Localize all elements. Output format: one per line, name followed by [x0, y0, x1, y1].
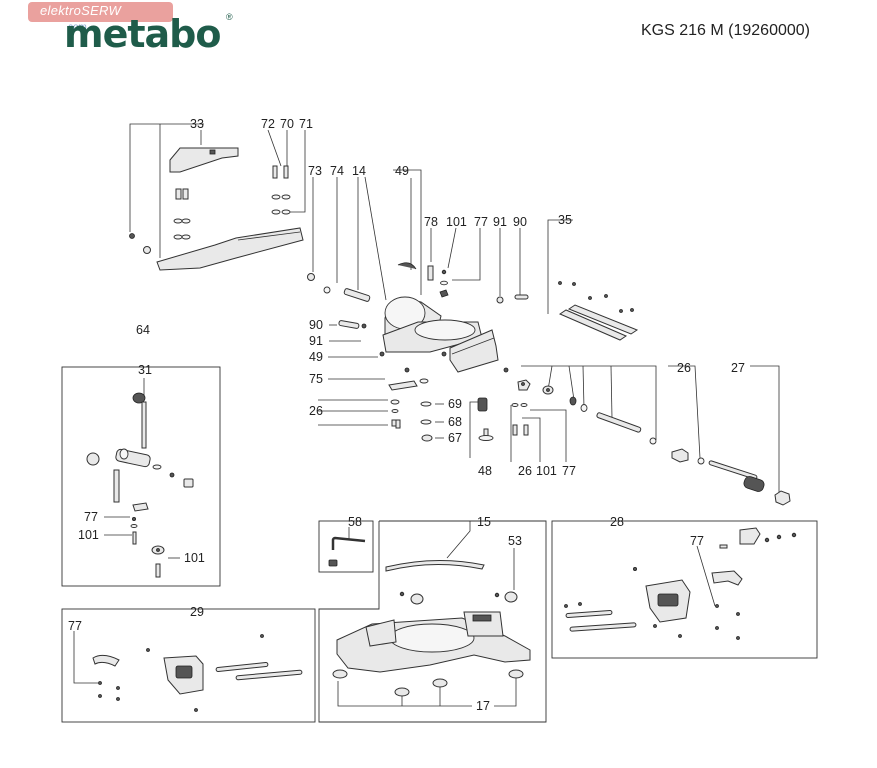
callout-101-mid: 101: [536, 464, 557, 478]
callout-49-mid: 49: [309, 350, 323, 364]
callout-91-mid: 91: [309, 334, 323, 348]
callout-71: 71: [299, 117, 313, 131]
callout-31: 31: [138, 363, 152, 377]
callout-26-mid: 26: [518, 464, 532, 478]
callout-15: 15: [477, 515, 491, 529]
box-15: [318, 520, 547, 723]
box-28: [551, 520, 818, 659]
model-title: KGS 216 M (19260000): [641, 22, 810, 39]
group-33-parts: [129, 147, 304, 271]
callout-27: 27: [731, 361, 745, 375]
registered-mark: ®: [226, 12, 233, 22]
watermark-badge: [28, 2, 173, 22]
callout-74: 74: [330, 164, 344, 178]
hex-key-part: [328, 536, 366, 567]
callout-101-g31b: 101: [184, 551, 205, 565]
callout-14: 14: [352, 164, 366, 178]
central-assembly-parts: [307, 262, 531, 442]
callout-77-g28: 77: [690, 534, 704, 548]
axle-parts: [542, 385, 791, 506]
watermark-tail: com: [68, 22, 87, 33]
callout-67: 67: [448, 431, 462, 445]
callout-26-right: 26: [677, 361, 691, 375]
box-29: [61, 608, 316, 723]
callout-91-top: 91: [493, 215, 507, 229]
callout-72: 72: [261, 117, 275, 131]
group-15-parts: [332, 560, 531, 697]
callout-68: 68: [448, 415, 462, 429]
callout-90-mid: 90: [309, 318, 323, 332]
callout-28: 28: [610, 515, 624, 529]
callout-90-top: 90: [513, 215, 527, 229]
watermark-text: elektroSERW: [40, 3, 122, 18]
callout-35: 35: [558, 213, 572, 227]
callout-17: 17: [476, 699, 490, 713]
callout-77-top: 77: [474, 215, 488, 229]
box-31: [61, 366, 221, 587]
callout-29: 29: [190, 605, 204, 619]
group-31-parts: [86, 392, 194, 578]
group-28-parts: [564, 527, 797, 640]
callout-78: 78: [424, 215, 438, 229]
callout-75: 75: [309, 372, 323, 386]
callout-69: 69: [448, 397, 462, 411]
group-boxes: [61, 366, 818, 723]
callout-53: 53: [508, 534, 522, 548]
leader-lines: [73, 123, 780, 707]
brand-logo: metabo: [64, 12, 221, 56]
callout-101-top: 101: [446, 215, 467, 229]
callout-49-top: 49: [395, 164, 409, 178]
callout-48: 48: [478, 464, 492, 478]
group-35-parts: [558, 281, 639, 341]
callout-64: 64: [136, 323, 150, 337]
callout-77-g31: 77: [84, 510, 98, 524]
callout-101-g31a: 101: [78, 528, 99, 542]
callout-73: 73: [308, 164, 322, 178]
callout-70: 70: [280, 117, 294, 131]
group-29-parts: [92, 634, 303, 712]
callout-labels: 33 72 70 71 73 74 14 49 78 101 77 91 90 …: [68, 117, 745, 713]
box-58: [318, 520, 374, 573]
callout-26-left: 26: [309, 404, 323, 418]
callout-33: 33: [190, 117, 204, 131]
callout-58: 58: [348, 515, 362, 529]
callout-77-g29: 77: [68, 619, 82, 633]
callout-77-mid: 77: [562, 464, 576, 478]
